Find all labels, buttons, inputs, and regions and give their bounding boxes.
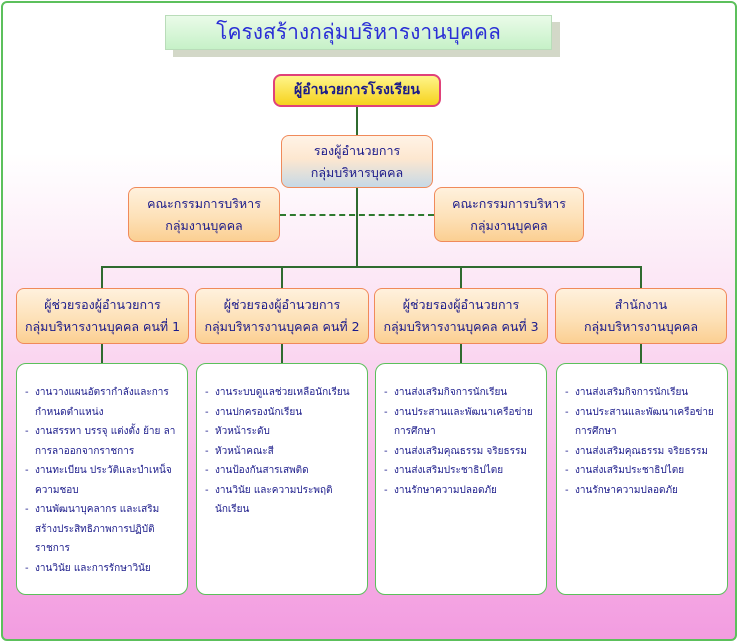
deputy-group: กลุ่มบริหารบุคคล bbox=[310, 164, 404, 180]
connector-list-1 bbox=[101, 344, 103, 364]
connector-horizontal-bus bbox=[101, 266, 642, 268]
connector-unit-3 bbox=[460, 266, 462, 288]
list-item: งานทะเบียน ประวัติและบำเหน็จความชอบ bbox=[25, 461, 181, 500]
task-list-3: งานส่งเสริมกิจการนักเรียน งานประสานและพั… bbox=[375, 363, 547, 595]
connector-unit-1 bbox=[101, 266, 103, 288]
list-item: งานส่งเสริมคุณธรรม จริยธรรม bbox=[565, 442, 721, 462]
office-title: สำนักงาน bbox=[614, 297, 668, 312]
list-item: งานประสานและพัฒนาเครือข่ายการศึกษา bbox=[384, 403, 540, 442]
connector-list-3 bbox=[460, 344, 462, 364]
committee-left-title: คณะกรรมการบริหาร bbox=[147, 195, 261, 211]
list-item: งานป้องกันสารเสพติด bbox=[205, 461, 361, 481]
connector-unit-4 bbox=[640, 266, 642, 288]
office-box: สำนักงาน กลุ่มบริหารงานบุคคล bbox=[555, 288, 727, 344]
committee-right-group: กลุ่มงานบุคคล bbox=[470, 217, 548, 233]
connector-director-deputy bbox=[356, 106, 358, 136]
list-item: งานส่งเสริมกิจการนักเรียน bbox=[384, 383, 540, 403]
assistant-3-title: ผู้ช่วยรองผู้อำนวยการ bbox=[402, 297, 520, 312]
list-item: งานส่งเสริมคุณธรรม จริยธรรม bbox=[384, 442, 540, 462]
connector-list-2 bbox=[281, 344, 283, 364]
assistant-3-box: ผู้ช่วยรองผู้อำนวยการ กลุ่มบริหารงานบุคค… bbox=[374, 288, 548, 344]
assistant-2-group: กลุ่มบริหารงานบุคคล คนที่ 2 bbox=[204, 319, 360, 334]
connector-list-4 bbox=[640, 344, 642, 364]
connector-unit-2 bbox=[281, 266, 283, 288]
list-item: งานส่งเสริมกิจการนักเรียน bbox=[565, 383, 721, 403]
deputy-box: รองผู้อำนวยการ กลุ่มบริหารบุคคล bbox=[281, 135, 433, 188]
list-item: งานส่งเสริมประชาธิปไตย bbox=[384, 461, 540, 481]
committee-right-title: คณะกรรมการบริหาร bbox=[452, 195, 566, 211]
committee-left-box: คณะกรรมการบริหาร กลุ่มงานบุคคล bbox=[128, 187, 280, 242]
deputy-title: รองผู้อำนวยการ bbox=[313, 142, 401, 158]
list-item: งานส่งเสริมประชาธิปไตย bbox=[565, 461, 721, 481]
list-item: งานรักษาความปลอดภัย bbox=[565, 481, 721, 501]
page-title: โครงสร้างกลุ่มบริหารงานบุคคล bbox=[165, 15, 552, 50]
task-list-1: งานวางแผนอัตรากำลังและการกำหนดตำแหน่ง งา… bbox=[16, 363, 188, 595]
list-item: งานระบบดูแลช่วยเหลือนักเรียน bbox=[205, 383, 361, 403]
list-item: งานวินัย และความประพฤตินักเรียน bbox=[205, 481, 361, 520]
connector-deputy-trunk bbox=[356, 187, 358, 268]
assistant-1-title: ผู้ช่วยรองผู้อำนวยการ bbox=[44, 297, 161, 312]
office-group: กลุ่มบริหารงานบุคคล bbox=[583, 319, 699, 334]
director-box: ผู้อำนวยการโรงเรียน bbox=[273, 74, 441, 107]
assistant-2-title: ผู้ช่วยรองผู้อำนวยการ bbox=[223, 297, 341, 312]
list-item: งานสรรหา บรรจุ แต่งตั้ง ย้าย ลาการลาออกจ… bbox=[25, 422, 181, 461]
list-item: งานวางแผนอัตรากำลังและการกำหนดตำแหน่ง bbox=[25, 383, 181, 422]
assistant-2-box: ผู้ช่วยรองผู้อำนวยการ กลุ่มบริหารงานบุคค… bbox=[195, 288, 369, 344]
list-item: งานพัฒนาบุคลากร และเสริมสร้างประสิทธิภาพ… bbox=[25, 500, 181, 559]
committee-left-group: กลุ่มงานบุคคล bbox=[165, 217, 243, 233]
list-item: หัวหน้าระดับ bbox=[205, 422, 361, 442]
task-list-2: งานระบบดูแลช่วยเหลือนักเรียน งานปกครองนั… bbox=[196, 363, 368, 595]
assistant-1-group: กลุ่มบริหารงานบุคคล คนที่ 1 bbox=[24, 319, 181, 334]
assistant-1-box: ผู้ช่วยรองผู้อำนวยการ กลุ่มบริหารงานบุคค… bbox=[16, 288, 189, 344]
list-item: งานรักษาความปลอดภัย bbox=[384, 481, 540, 501]
committee-dashed-link bbox=[280, 214, 434, 216]
list-item: งานปกครองนักเรียน bbox=[205, 403, 361, 423]
list-item: หัวหน้าคณะสี bbox=[205, 442, 361, 462]
task-list-4: งานส่งเสริมกิจการนักเรียน งานประสานและพั… bbox=[556, 363, 728, 595]
committee-right-box: คณะกรรมการบริหาร กลุ่มงานบุคคล bbox=[434, 187, 584, 242]
list-item: งานวินัย และการรักษาวินัย bbox=[25, 559, 181, 579]
assistant-3-group: กลุ่มบริหารงานบุคคล คนที่ 3 bbox=[383, 319, 539, 334]
list-item: งานประสานและพัฒนาเครือข่ายการศึกษา bbox=[565, 403, 721, 442]
